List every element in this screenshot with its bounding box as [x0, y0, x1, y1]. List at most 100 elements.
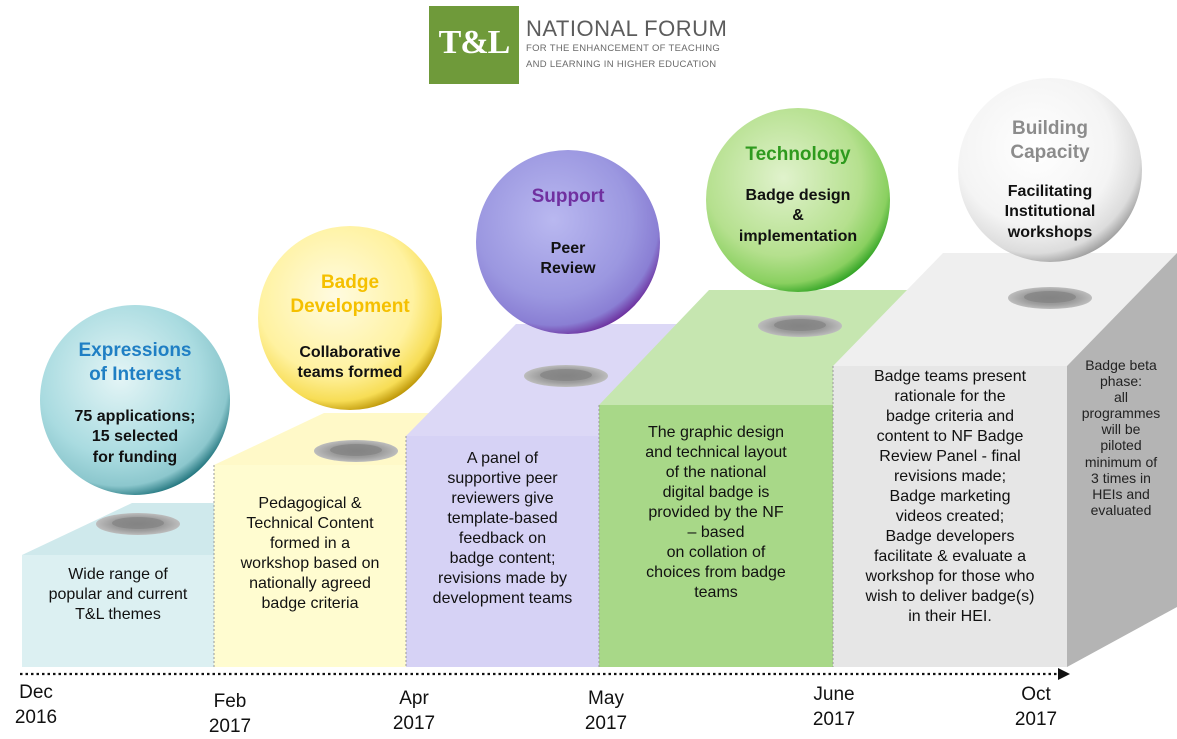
- timeline-date-4: May 2017: [566, 687, 646, 736]
- stage-subheading-5-line: workshops: [1007, 223, 1093, 241]
- timeline-arrowhead: [1058, 668, 1070, 680]
- stage-description-5-line: in their HEI.: [908, 608, 992, 625]
- stage-subheading-4-line: Badge design: [745, 187, 851, 204]
- stage-subheading-1-line: 75 applications;: [74, 408, 196, 425]
- stage-description-4-line: digital badge is: [662, 484, 770, 501]
- timeline-date-line: 2017: [392, 712, 436, 734]
- pedestal-disc-inner-1: [112, 517, 164, 529]
- stage-description-2-line: workshop based on: [240, 555, 380, 572]
- stage-description-5-line: Badge developers: [885, 528, 1015, 545]
- stage-subheading-2-line: Collaborative: [299, 344, 401, 361]
- timeline-date-line: 2017: [1014, 708, 1058, 730]
- stage-description-5-line: videos created;: [895, 508, 1005, 525]
- stage-description-1-line: Wide range of: [68, 566, 168, 583]
- stage-heading-2-line: Badge: [320, 272, 380, 293]
- stage-description-3-line: supportive peer: [447, 470, 558, 487]
- stage-subheading-1: 75 applications; 15 selected for funding: [40, 407, 230, 468]
- stage-sphere-2: [258, 226, 442, 410]
- step-front-5: [833, 366, 1067, 667]
- stage-description-5-line: Badge marketing: [889, 488, 1011, 505]
- timeline-date-5: June 2017: [794, 683, 874, 732]
- stage-description-4-line: of the national: [665, 464, 767, 481]
- stage-description-5: Badge teams present rationale for the badg…: [830, 367, 1070, 627]
- stage-description-5-line: workshop for those who: [865, 568, 1035, 585]
- stage-subheading-2-line: teams formed: [297, 364, 403, 382]
- stage-description-4-line: on collation of: [666, 544, 766, 561]
- stage-subheading-2: Collaborative teams formed: [255, 343, 445, 384]
- stage-subheading-1-line: 15 selected: [91, 428, 179, 446]
- stage-subheading-4: Badge design & implementation: [698, 186, 898, 247]
- stage-heading-3: Support: [478, 185, 658, 209]
- tl-logo: T&L: [429, 6, 519, 84]
- timeline-date-line: 2016: [14, 706, 58, 728]
- timeline-date-line: Apr: [399, 688, 429, 709]
- stage-description-2-line: badge criteria: [261, 595, 359, 612]
- stage-heading-4: Technology: [698, 143, 898, 167]
- stage-description-3-line: feedback on: [458, 530, 547, 547]
- timeline-date-line: Dec: [19, 682, 53, 703]
- stage-description-3-line: revisions made by: [438, 570, 567, 587]
- timeline-date-6: Oct 2017: [996, 683, 1076, 732]
- stage-description-5-line: rationale for the: [894, 388, 1006, 405]
- stage-description-5-line: content to NF Badge: [876, 428, 1024, 445]
- stage-subheading-4-line: implementation: [738, 227, 858, 245]
- stage-description-4-line: The graphic design: [647, 424, 785, 441]
- stage-description-2-line: formed in a: [269, 535, 351, 552]
- timeline-date-line: 2017: [812, 708, 856, 730]
- stage-heading-5-line: Capacity: [1010, 141, 1090, 163]
- stage-sphere-5: [958, 78, 1142, 262]
- step-top-5: [833, 253, 1177, 366]
- pedestal-disc-inner-2: [330, 444, 382, 456]
- stage-subheading-3-line: Peer: [550, 240, 586, 257]
- step-front-4: [599, 405, 833, 667]
- stage-heading-4-line: Technology: [745, 144, 851, 165]
- stage-heading-1-line: of Interest: [89, 363, 181, 385]
- beta-phase-note-line: HEIs and: [1092, 485, 1150, 502]
- timeline-date-line: 2017: [584, 712, 628, 734]
- org-subtitle-line1: FOR THE ENHANCEMENT OF TEACHING: [526, 43, 721, 54]
- stage-description-5-line: badge criteria and: [885, 408, 1015, 425]
- beta-phase-note-line: Badge beta: [1085, 357, 1157, 373]
- timeline-date-1: Dec 2016: [0, 681, 76, 730]
- stage-subheading-5-line: Facilitating: [1007, 183, 1093, 200]
- timeline-date-line: May: [588, 688, 624, 709]
- stage-description-5-line: Review Panel - final: [879, 448, 1021, 465]
- stage-subheading-4-line: &: [792, 207, 804, 225]
- step-front-1: [22, 555, 214, 667]
- stage-description-3-line: reviewers give: [451, 490, 554, 507]
- stage-description-2-line: Technical Content: [246, 515, 374, 532]
- stage-description-1-line: T&L themes: [75, 606, 161, 623]
- stage-description-1-line: popular and current: [48, 586, 188, 603]
- stage-description-4-line: provided by the NF: [648, 504, 784, 521]
- beta-phase-note-line: programmes: [1081, 405, 1161, 422]
- stage-sphere-3: [476, 150, 660, 334]
- step-side-beta: [1067, 253, 1177, 667]
- timeline-date-line: Oct: [1021, 684, 1051, 705]
- logo-mark: T&L: [438, 24, 511, 61]
- beta-phase-note-line: minimum of: [1084, 453, 1158, 470]
- stage-description-4-line: – based: [687, 524, 745, 541]
- stage-description-3-line: template-based: [447, 510, 558, 527]
- stage-description-5-line: wish to deliver badge(s): [865, 588, 1035, 605]
- stage-description-5-line: Badge teams present: [873, 368, 1027, 385]
- stage-heading-2-line: Development: [290, 295, 410, 317]
- org-subtitle-line2: AND LEARNING IN HIGHER EDUCATION: [526, 59, 717, 70]
- stage-description-3-line: badge content;: [449, 550, 556, 567]
- beta-phase-note-line: 3 times in: [1091, 469, 1151, 486]
- stage-description-2-line: nationally agreed: [249, 575, 371, 592]
- stage-subheading-3-line: Review: [540, 260, 596, 278]
- timeline-date-line: June: [813, 684, 855, 705]
- stage-subheading-1-line: for funding: [92, 448, 178, 466]
- stage-description-5-line: facilitate & evaluate a: [873, 548, 1027, 565]
- pedestal-disc-inner-5: [1024, 291, 1076, 303]
- timeline-date-line: 2017: [208, 715, 252, 737]
